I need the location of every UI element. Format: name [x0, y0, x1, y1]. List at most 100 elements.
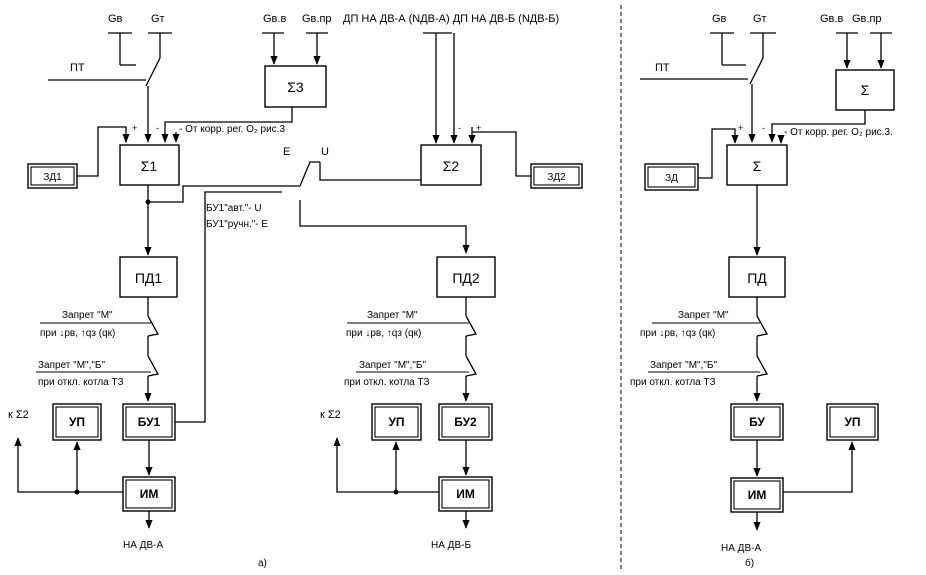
up-inner-b: [829, 406, 876, 438]
g-va-label-b: Gв.в: [820, 13, 843, 25]
pd2-block: [436, 256, 496, 298]
bu1-manual-label: БУ1"ручн."- Е: [206, 219, 268, 230]
caption-a: а): [258, 558, 267, 569]
bu1-label: БУ1: [138, 415, 161, 429]
bu-inner-b: [733, 406, 781, 438]
zd2-block: [530, 163, 583, 189]
g-va-label-a: Gв.в: [263, 13, 286, 25]
zd-to-sum-b: [698, 128, 739, 179]
ban-mb-label-1: Запрет "М","Б": [38, 360, 105, 371]
im2-junction: [393, 489, 399, 495]
sum-b-plus-sign: +: [738, 123, 743, 133]
pd-block-b: [728, 256, 786, 298]
sum2-label: Σ2: [443, 158, 460, 174]
corr-note-a: - От корр. рег. О₂ рис.3: [179, 124, 285, 135]
im-label-b: ИМ: [748, 488, 767, 502]
ban-m-contact-1: [147, 315, 160, 337]
out-a-label: НА ДВ-А: [123, 540, 163, 551]
g-vpr-label-a: Gв.пр: [302, 13, 332, 25]
caption-b: б): [745, 557, 754, 569]
out-b-label: НА ДВ-Б: [431, 540, 471, 551]
up1-inner: [55, 406, 99, 438]
im2-label: ИМ: [456, 487, 475, 501]
zd1-to-sum1: [77, 126, 130, 177]
out-label-b: НА ДВ-А: [721, 543, 761, 554]
up2-inner: [374, 406, 419, 438]
sum2-minus-sign: -: [458, 123, 461, 133]
pt-label-a: ПТ: [70, 62, 85, 74]
up-label-b: УП: [844, 415, 860, 429]
im-block-b: [730, 477, 784, 513]
bu1-to-switch: [175, 191, 282, 423]
to-sum2-label-1: к Σ2: [8, 409, 29, 421]
ban-m-cond-1: при ↓pв, ↑qз (qк): [40, 328, 115, 339]
ban-m-label-b: Запрет "М": [678, 310, 729, 321]
zd2-label: ЗД2: [547, 172, 566, 183]
bu2-label: БУ2: [454, 415, 477, 429]
up2-block: [371, 403, 422, 441]
ban-mb-contact-1: [147, 355, 160, 377]
zd1-inner: [30, 166, 75, 186]
ban-mb-contact-b: [756, 355, 769, 377]
im2-feedback: [333, 437, 439, 493]
zd-inner-b: [647, 166, 696, 188]
sum-top-to-sum-b: [768, 110, 866, 143]
im1-feedback: [14, 437, 123, 493]
g-t-label-b: Gт: [753, 13, 767, 25]
up1-label: УП: [69, 415, 85, 429]
pt-switch-b: [749, 57, 764, 85]
pt-switch-a: [145, 57, 161, 87]
g-t-label-a: Gт: [151, 13, 165, 25]
up1-block: [52, 403, 102, 441]
sum3-to-sum1: [161, 107, 293, 143]
dp-top-label: ДП НА ДВ-А (NДВ-А) ДП НА ДВ-Б (NДВ-Б): [343, 13, 559, 25]
ban-mb-cond-b: при откл. котла ТЗ: [630, 377, 716, 388]
bu-label-b: БУ: [749, 415, 765, 429]
ban-mb-cond-2: при откл. котла ТЗ: [344, 377, 430, 388]
im1-junction: [74, 489, 80, 495]
g-in-label-a: Gв: [108, 13, 123, 25]
ban-m-label-2: Запрет "М": [367, 310, 418, 321]
e-u-switch: [299, 161, 320, 187]
sum1-minus-sign: -: [156, 123, 159, 133]
im-to-up-b: [783, 441, 856, 493]
ban-m-cond-b: при ↓pв, ↑qз (qк): [640, 328, 715, 339]
diagram-b: Gв Gт ПТ Gв.в Gв.пр Σ Σ - От корр. рег. …: [630, 13, 895, 569]
sum2-block: [420, 144, 482, 186]
ban-m-contact-b: [756, 315, 769, 337]
sum-b-minus-sign: -: [762, 123, 765, 133]
sum1-block: [119, 144, 180, 186]
pd2-label: ПД2: [452, 270, 480, 286]
u-label: U: [321, 146, 329, 158]
g-in-label-b: Gв: [712, 13, 727, 25]
sum1-to-switch: [148, 185, 282, 203]
pd1-block: [119, 256, 178, 298]
sum3-block: [264, 65, 327, 108]
zd-block-b: [644, 163, 699, 191]
im2-inner: [441, 479, 490, 509]
zd-label-b: ЗД: [665, 173, 678, 184]
diagram-a: Gв Gт ПТ Gв.в Gв.пр Σ3 ДП НА ДВ-А (NДВ-А…: [8, 13, 583, 569]
ban-mb-cond-1: при откл. котла ТЗ: [38, 377, 124, 388]
im2-block: [438, 476, 493, 512]
pt-label-b: ПТ: [655, 62, 670, 74]
im1-inner: [125, 479, 173, 509]
bu-block-b: [730, 403, 784, 441]
pd1-label: ПД1: [135, 270, 163, 286]
ban-m-cond-2: при ↓pв, ↑qз (qк): [346, 328, 421, 339]
sum-top-label-b: Σ: [861, 82, 870, 98]
sum3-label: Σ3: [287, 79, 304, 95]
e-label: Е: [283, 146, 290, 158]
zd1-label: ЗД1: [43, 172, 62, 183]
switch-to-pd2: [299, 200, 470, 254]
bu1-auto-label: БУ1"авт."- U: [206, 203, 262, 214]
ban-mb-label-b: Запрет "М","Б": [650, 360, 717, 371]
ban-m-label-1: Запрет "М": [62, 310, 113, 321]
sum1-label: Σ1: [141, 158, 158, 174]
zd1-block: [27, 163, 78, 189]
up2-label: УП: [388, 415, 404, 429]
bu2-inner: [441, 406, 490, 438]
corr-note-b: - От корр. рег. О₂ рис.3.: [784, 127, 893, 138]
g-vpr-label-b: Gв.пр: [852, 13, 882, 25]
